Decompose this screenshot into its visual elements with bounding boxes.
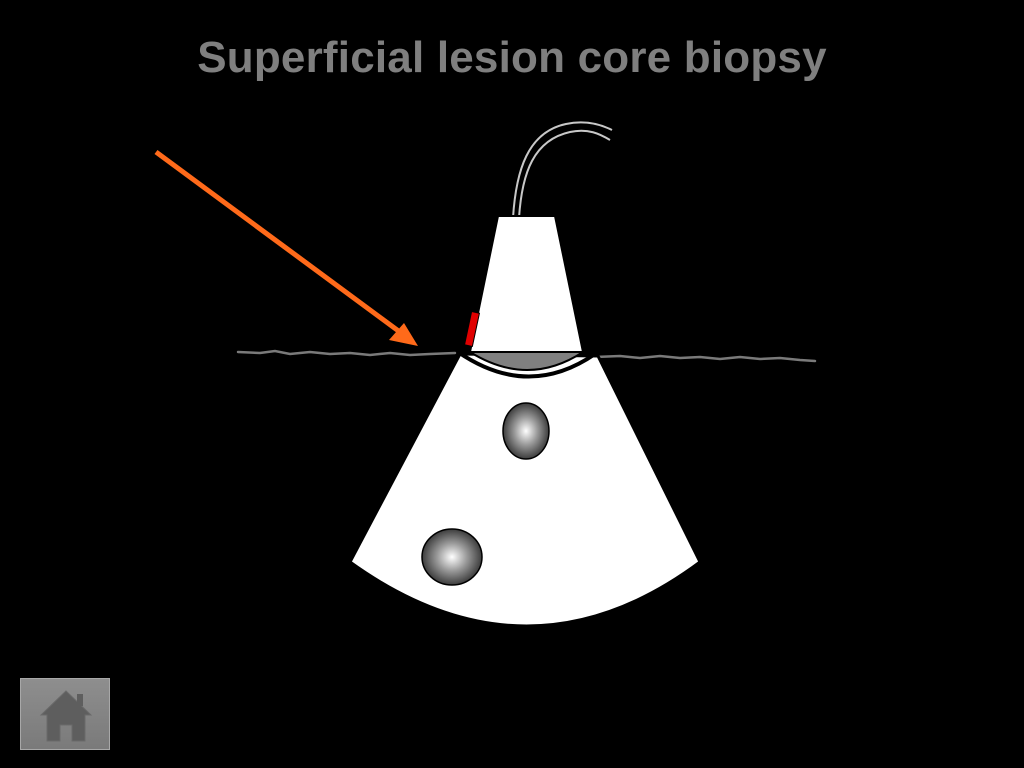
ultrasound-field: [348, 352, 702, 628]
probe-footprint: [466, 351, 587, 371]
home-icon: [39, 690, 93, 742]
home-button[interactable]: [20, 678, 110, 750]
probe-cable: [512, 121, 613, 219]
lesion-deep: [421, 528, 483, 586]
needle-entry-arrow: [154, 149, 410, 341]
transducer-probe: [468, 215, 585, 353]
skin-line: [236, 349, 817, 363]
orientation-marker: [463, 310, 481, 348]
slide-title: Superficial lesion core biopsy: [197, 33, 827, 82]
lesion-superficial: [502, 402, 550, 460]
